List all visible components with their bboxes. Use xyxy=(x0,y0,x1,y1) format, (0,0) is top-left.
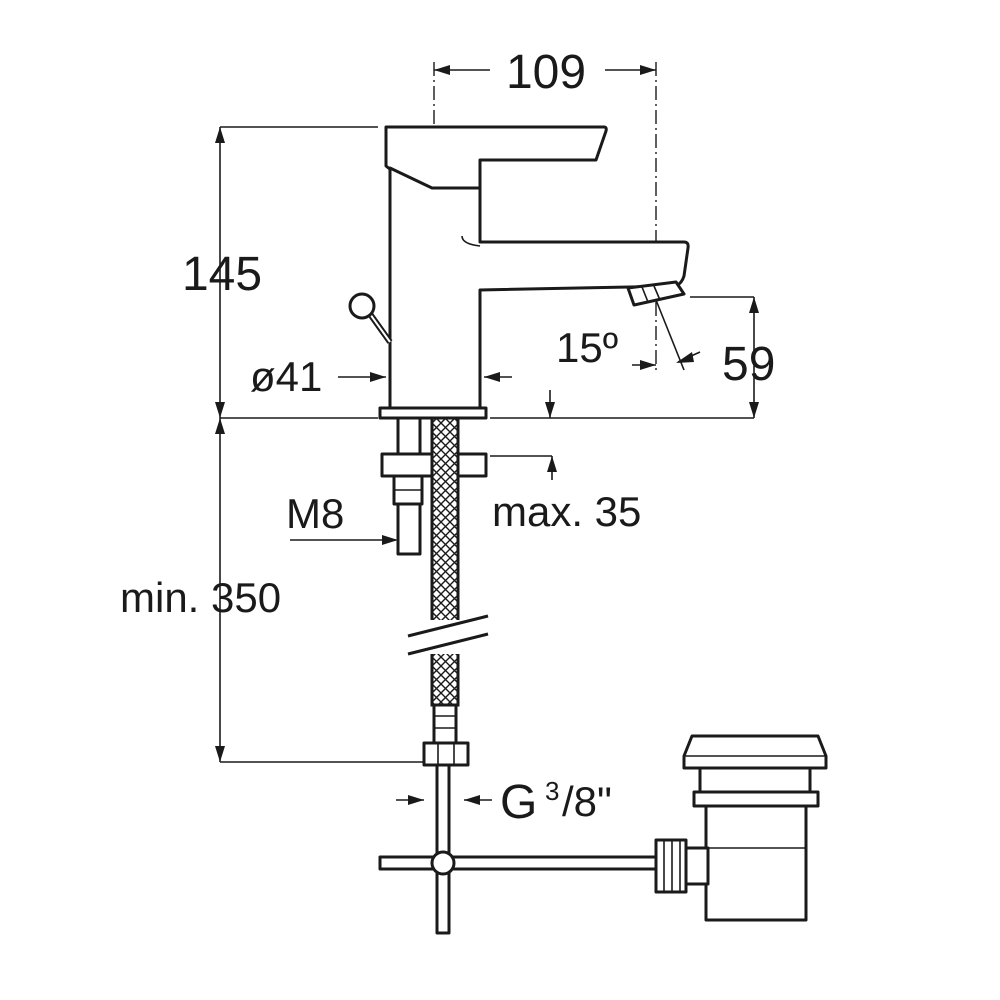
dim-connection-size-num: 3 xyxy=(545,776,559,806)
popup-knob xyxy=(348,292,393,344)
dim-connection-size-den: /8" xyxy=(562,778,612,825)
dim-height: 145 xyxy=(182,248,262,301)
faucet-body xyxy=(348,125,690,420)
dim-min-hose-length: min. 350 xyxy=(120,574,281,621)
dim-spout-height: 59 xyxy=(722,338,775,391)
waste-assembly xyxy=(378,734,828,935)
dim-max-thickness: max. 35 xyxy=(492,488,641,535)
dimension-lines xyxy=(219,62,755,801)
dim-stud-thread: M8 xyxy=(286,490,344,537)
dim-spout-angle: 15º xyxy=(556,324,618,371)
mounting-parts xyxy=(380,416,490,767)
dim-connection-thread: G xyxy=(500,776,537,829)
connection-thread-letter: G xyxy=(500,776,537,829)
arrowheads xyxy=(215,65,759,805)
dim-body-diameter: ø41 xyxy=(250,353,322,400)
dim-spout-reach: 109 xyxy=(506,46,586,99)
